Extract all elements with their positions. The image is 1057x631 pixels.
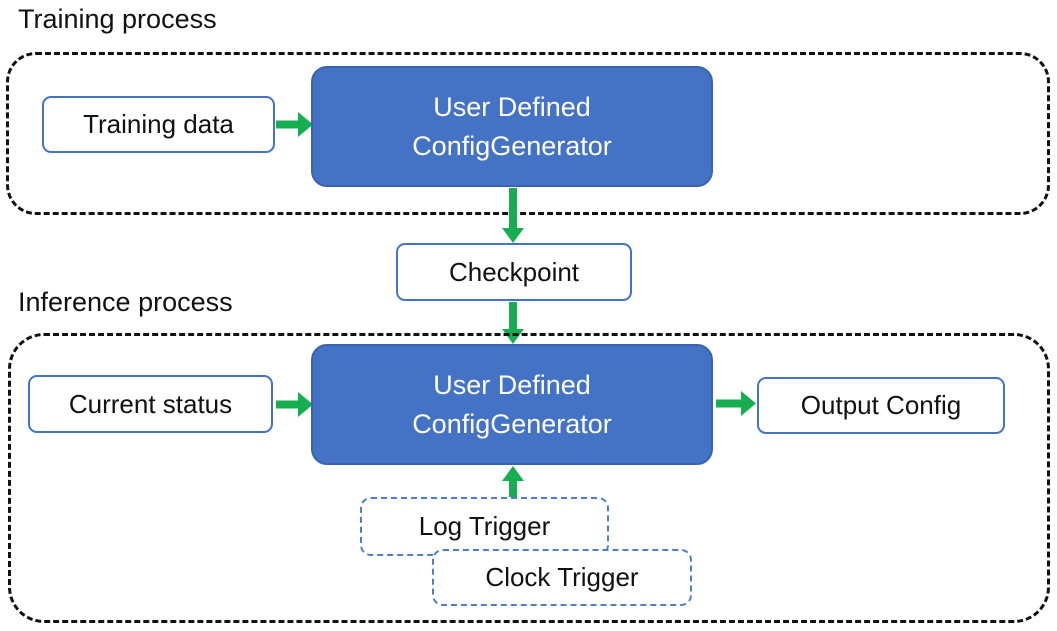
generator-line1: User Defined [433,92,591,123]
clock-trigger-box: Clock Trigger [432,549,692,606]
arrow-right-icon [276,112,313,137]
inference-process-label: Inference process [18,287,233,317]
generator-line2: ConfigGenerator [412,130,612,161]
checkpoint-label: Checkpoint [448,256,580,287]
generator-line2: ConfigGenerator [412,408,612,439]
log-trigger-label: Log Trigger [418,511,551,541]
training-process-container [6,52,1050,215]
training-data-box: Training data [42,96,275,153]
training-process-label: Training process [18,4,217,34]
arrow-down-icon [502,188,524,243]
current-status-label: Current status [68,388,233,419]
arrow-right-icon [716,391,756,416]
output-config-box: Output Config [757,377,1005,434]
clock-trigger-label: Clock Trigger [485,562,639,592]
training-config-generator-box: User Defined ConfigGenerator [311,66,713,187]
arrow-down-icon [502,302,524,344]
checkpoint-box: Checkpoint [396,243,632,301]
inference-process-container [8,333,1050,623]
arrow-up-icon [502,466,524,497]
inference-config-generator-box: User Defined ConfigGenerator [311,344,713,465]
arrow-right-icon [276,392,313,417]
generator-line1: User Defined [433,370,591,401]
training-data-label: Training data [83,109,234,139]
log-trigger-box: Log Trigger [360,497,609,556]
output-config-label: Output Config [800,390,962,420]
current-status-box: Current status [28,375,273,433]
